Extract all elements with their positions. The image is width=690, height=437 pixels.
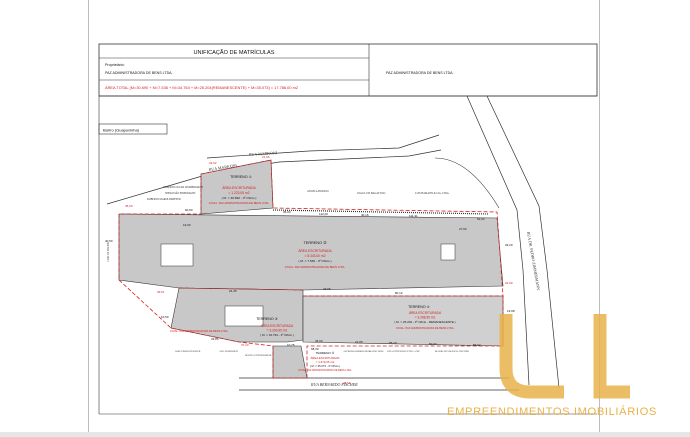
dim-4: 60,60: [185, 208, 193, 212]
owner-label: Proprietário:: [105, 63, 125, 67]
lot-2-name: TERRENO ②: [303, 241, 327, 245]
lot-5-label: ÁREA ESCRITURADA: [310, 356, 339, 360]
lot-4-area: = 3.288,95 m2: [415, 316, 436, 320]
street-label-markoni-1: RUA MARKONI: [208, 163, 237, 172]
dim-21: 45,00: [315, 339, 323, 343]
lot-5-area: = 1.670,05 m2: [316, 360, 335, 364]
building-2: [224, 305, 264, 327]
dim-14: 43,65: [323, 287, 331, 291]
bairro-label: Bairro (Guapuvinha): [103, 128, 140, 133]
drawing-sheet: UNIFICAÇÃO DE MATRÍCULAS Proprietário: P…: [88, 0, 600, 432]
document-title: UNIFICAÇÃO DE MATRÍCULAS: [193, 49, 274, 56]
street-markoni-edge-2: [106, 149, 442, 205]
viewer-left-margin: [0, 0, 88, 432]
lot-2-matricula: ( M. = 7.536 - 3º Ofício ): [298, 259, 331, 263]
lot-4-label: ÁREA ESCRITURADA: [409, 311, 442, 315]
lot-5-name: TERRENO ⑤: [316, 351, 335, 355]
lot-2-owner: ATUAL: PAZ ADMINISTRADORA DE BENS LTDA.: [285, 265, 346, 269]
dim-23: 55,20: [389, 341, 397, 345]
lot-1-area: = 1.223,05 m2: [228, 191, 249, 195]
building-3: [440, 243, 456, 261]
neighbor-3: SEBASTIÃO FRIEDMANN: [165, 192, 195, 195]
owner-name-left: PAZ ADMINISTRADORA DE BENS LTDA.: [105, 71, 173, 75]
neighbor-12: MARIA WILL: [369, 350, 384, 353]
dim-25: 55,02: [473, 343, 481, 347]
dim-15: 40,50: [105, 239, 113, 243]
neighbor-6: LUIS BAMANN & CIA. LTDA: [415, 192, 449, 195]
dim-29: 19,00: [183, 223, 191, 227]
neighbor-7: CARLOS BAUER: [107, 242, 110, 262]
neighbor-14: MARIO FRANCISCO FISCHER: [435, 350, 469, 353]
title-block: [98, 43, 598, 97]
dim-26: 24,45: [229, 289, 237, 293]
dim-24: 50,00: [429, 342, 437, 346]
street-markoni-edge-1: [206, 134, 440, 159]
dim-17: 10,50: [161, 315, 169, 319]
site-plan-drawing: UNIFICAÇÃO DE MATRÍCULAS Proprietário: P…: [98, 43, 598, 415]
lot-4-owner: ATUAL: PAZ ADMINISTRADORA DE BENS LTDA.: [396, 326, 455, 330]
dim-1: 33,62: [209, 161, 217, 165]
lot-1-owner: ATUAL: PAZ ADMINISTRADORA DE BENS LTDA.: [209, 201, 270, 205]
lot-2-label: ÁREA ESCRITURADA: [298, 249, 332, 253]
dim-10: 33,20: [505, 243, 513, 247]
lot-4-name: TERRENO ④: [408, 305, 431, 309]
lot-2-area: = 8.343,00 m2: [304, 254, 325, 258]
dim-12: 80,12: [395, 291, 403, 295]
building-1: [160, 243, 194, 267]
neighbor-11: ALFREDO RODRIGUES: [343, 350, 370, 353]
lot-3-name: TERRENO ③: [256, 317, 279, 321]
dim-2: 21,06: [262, 155, 270, 159]
wall-line: [272, 209, 490, 215]
dim-8: 111,31: [409, 214, 418, 218]
dim-30: 27,90: [459, 227, 467, 231]
dim-11: 24,00: [505, 281, 513, 285]
dim-27: 28,50: [343, 381, 351, 385]
lot-1-name: TERRENO ①: [230, 175, 253, 179]
lot-5: [272, 345, 308, 379]
neighbor-5: JOAO LUIZ BAGATTOLI: [357, 192, 385, 195]
dim-9: 52,03: [477, 217, 485, 221]
neighbor-2: ROBERTO OSCAR ZIMMERMANN: [163, 186, 203, 189]
dim-28: 68,30: [311, 347, 319, 351]
neighbor-1: ROBERTO MAROLDIMEYER: [147, 198, 181, 201]
dim-20: 10,75: [287, 343, 295, 347]
unified-perimeter: [118, 159, 504, 379]
dim-3: 45,60: [125, 204, 133, 208]
lot-3-label: ÁREA ESCRITURADA: [261, 324, 294, 328]
dim-19: 37,23: [241, 343, 249, 347]
dim-22: 22,05: [355, 340, 363, 344]
neighbor-4: ANGELA BONATO: [307, 190, 329, 193]
neighbor-9: ANA FRIEDRICH: [219, 350, 238, 353]
lot-1-matricula: ( M. = 30.690 - 3º Ofício ): [222, 196, 257, 200]
lot-5-owner: ATUAL: PAZ ADMINISTRADORA DE BENS LTDA.: [298, 369, 352, 372]
dim-6: 112,02: [319, 212, 328, 216]
neighbor-8: JOSE PEDRO FISCHER: [175, 350, 201, 353]
dim-16: 39,51: [157, 290, 165, 294]
lot-5-matricula: ( M. = 35.073 - 3º Ofício ): [310, 364, 340, 368]
viewer-right-margin: [600, 0, 690, 432]
street-label-markoni-2: RUA MARKONI: [249, 150, 278, 157]
lot-1-label: ÁREA ESCRITURADA: [222, 186, 256, 190]
street-label-pedro: RUA DR. PEDRO ZIMMERMANN: [526, 231, 541, 290]
dim-13: 19,98: [507, 309, 515, 313]
street-label-bernardo: RUA BERNARDO FISCHER: [310, 382, 358, 387]
total-area-line: ÁREA TOTAL (M=30.690 + M=7.536 + M=34.76…: [105, 85, 298, 90]
lot-3-matricula: ( M. = 34.764 - 3º Ofício ): [260, 333, 294, 337]
dim-7: 40,16: [361, 213, 369, 217]
owner-name-right: PAZ ADMINISTRADORA DE BENS LTDA.: [386, 71, 454, 75]
dim-5: 35,00: [283, 210, 291, 214]
lot-3-owner: ATUAL: PAZ ADMINISTRADORA DE BENS LTDA.: [170, 329, 229, 333]
lot-4-matricula: ( M. = 25.204 - 3º Ofício - REMANESCENTE…: [394, 320, 455, 324]
neighbor-10: ROSITA ENTREJOMEIR: [245, 354, 272, 357]
dim-18: 33,85: [211, 337, 219, 341]
lot-3-area: = 3.260,95 m2: [267, 329, 288, 333]
neighbor-13: CEIA ENTULHOS LTDA - EPP: [387, 350, 420, 353]
